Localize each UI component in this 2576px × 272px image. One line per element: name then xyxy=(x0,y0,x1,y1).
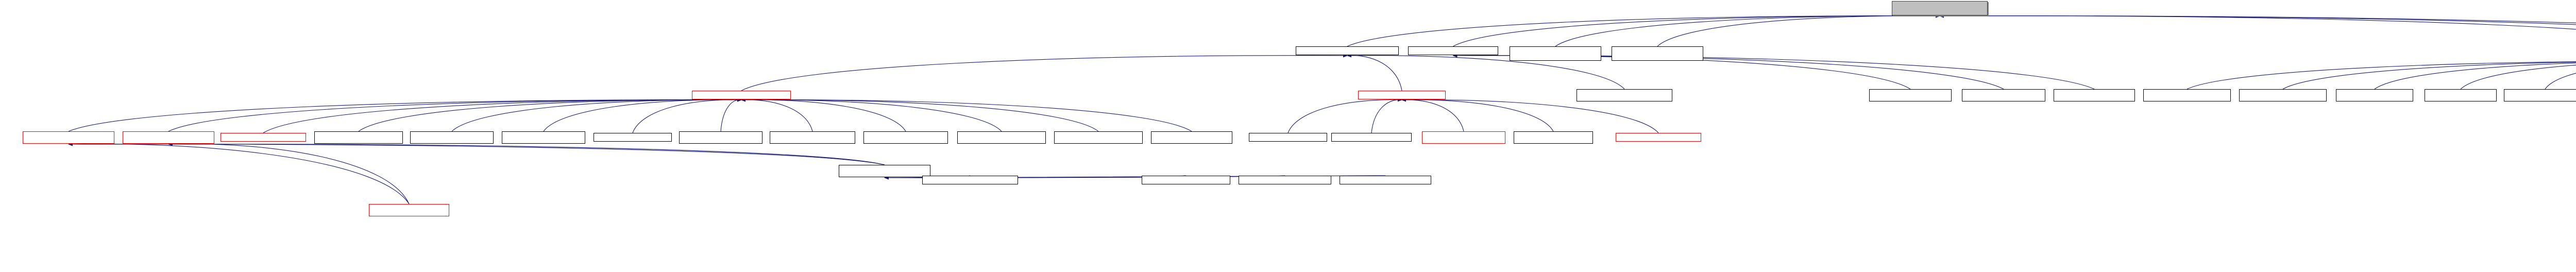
graph-node[interactable] xyxy=(1962,89,2045,101)
graph-edge xyxy=(741,54,1348,91)
graph-edge xyxy=(1371,97,1402,133)
graph-edge xyxy=(1401,98,1659,133)
graph-edge xyxy=(1657,14,1940,47)
graph-node[interactable] xyxy=(1577,89,1672,101)
graph-edge xyxy=(1401,98,1464,132)
graph-edge xyxy=(1347,54,1625,90)
graph-edge xyxy=(451,98,742,132)
graph-edge xyxy=(1939,14,2576,24)
graph-edge xyxy=(2282,62,2576,90)
graph-edge xyxy=(543,98,742,132)
graph-edge xyxy=(2460,64,2576,90)
graph-edge xyxy=(741,98,1192,132)
graph-edge xyxy=(1287,98,1402,133)
graph-node[interactable] xyxy=(770,131,855,144)
graph-node[interactable] xyxy=(314,131,403,144)
graph-node[interactable] xyxy=(1358,91,1446,99)
graph-node[interactable] xyxy=(692,91,791,99)
graph-node[interactable] xyxy=(1142,176,1230,184)
graph-edge xyxy=(2374,62,2576,90)
graph-edge xyxy=(168,142,885,165)
graph-node[interactable] xyxy=(1331,133,1412,142)
graph-node[interactable] xyxy=(1151,131,1232,144)
graph-node[interactable] xyxy=(1408,46,1498,55)
graph-node[interactable] xyxy=(957,131,1046,144)
graph-edge xyxy=(741,98,813,132)
graph-edge xyxy=(632,98,742,133)
graph-edge xyxy=(741,98,906,132)
graph-node[interactable] xyxy=(502,131,585,144)
graph-node[interactable] xyxy=(2239,89,2327,101)
graph-node[interactable] xyxy=(1510,46,1601,61)
graph-node[interactable] xyxy=(2425,89,2497,101)
graph-node[interactable] xyxy=(1296,46,1399,55)
graph-node[interactable] xyxy=(1514,131,1593,144)
graph-edge xyxy=(263,98,742,133)
graph-edge xyxy=(1555,14,1940,47)
graph-node[interactable] xyxy=(1340,176,1431,184)
graph-edge xyxy=(1347,53,1402,91)
graph-edge xyxy=(68,98,742,132)
graph-node[interactable] xyxy=(2336,89,2413,101)
graph-edge xyxy=(2545,73,2576,90)
graph-node[interactable] xyxy=(410,131,494,144)
graph-edge xyxy=(2187,61,2576,90)
graph-node[interactable] xyxy=(594,133,672,142)
graph-node[interactable] xyxy=(839,165,930,177)
graph-node[interactable] xyxy=(2054,89,2135,101)
graph-edge xyxy=(168,98,742,132)
graph-root-node[interactable] xyxy=(1892,1,1988,15)
graph-node[interactable] xyxy=(2504,89,2576,101)
graph-node[interactable] xyxy=(1239,176,1331,184)
graph-node[interactable] xyxy=(1422,131,1505,144)
graph-node[interactable] xyxy=(1054,131,1143,144)
graph-node[interactable] xyxy=(679,131,762,144)
graph-node[interactable] xyxy=(863,131,948,144)
graph-edge xyxy=(68,142,410,205)
graph-node[interactable] xyxy=(922,176,1018,184)
graph-node[interactable] xyxy=(1612,46,1703,61)
graph-node[interactable] xyxy=(1249,133,1327,142)
graph-node[interactable] xyxy=(221,133,306,142)
graph-edge xyxy=(741,98,1099,132)
graph-node[interactable] xyxy=(369,204,449,216)
graph-node[interactable] xyxy=(2143,89,2231,101)
graph-edge xyxy=(1401,98,1554,132)
graph-edge xyxy=(68,142,885,165)
graph-node[interactable] xyxy=(1869,89,1952,101)
graph-edge xyxy=(168,142,410,205)
graph-edge xyxy=(1347,14,1940,47)
graph-edge xyxy=(720,97,742,132)
graph-node[interactable] xyxy=(1616,133,1701,142)
graph-node[interactable] xyxy=(123,131,214,144)
graph-node[interactable] xyxy=(23,131,114,144)
